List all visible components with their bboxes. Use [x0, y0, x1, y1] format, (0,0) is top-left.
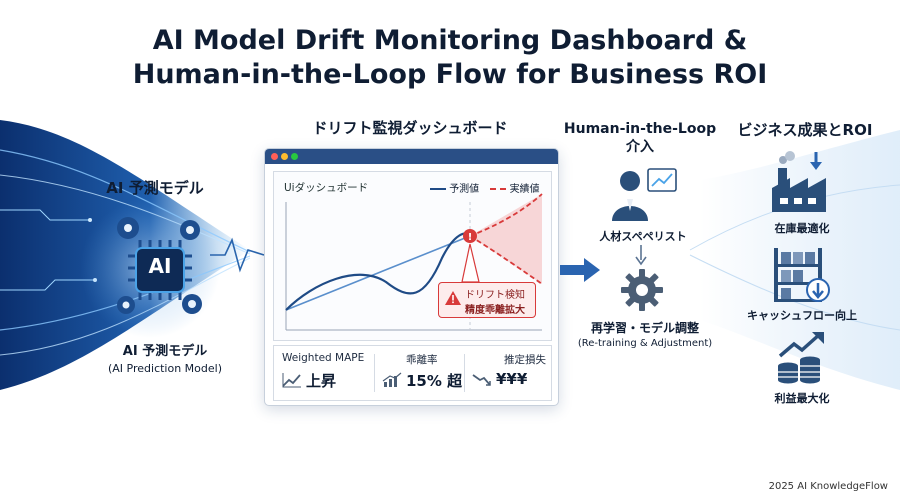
hitl-title: Human-in-the-Loop 介入	[560, 120, 720, 156]
window-maximize-dot[interactable]	[291, 153, 298, 160]
kpi-divider	[464, 354, 465, 392]
retrain-caption: 再学習・モデル調整 (Re-training & Adjustment)	[570, 319, 720, 349]
main-title: AI Model Drift Monitoring Dashboard & Hu…	[0, 24, 900, 92]
kpi-mape: Weighted MAPE 上昇	[274, 346, 374, 400]
kpi-deviation: 乖離率 15% 超	[374, 346, 464, 400]
predicted-series-line	[285, 232, 471, 311]
business-title: ビジネス成果とROI	[737, 121, 873, 139]
ai-chip-icon	[117, 217, 202, 314]
chart-title: Uiダッシュボード	[284, 182, 369, 194]
legend-pred-swatch	[430, 188, 446, 190]
drift-gap-area	[470, 194, 542, 284]
kpi-mape-value: 上昇	[306, 372, 337, 390]
kpi-deviation-label: 乖離率	[406, 354, 438, 366]
drift-alert-box: ドリフト検知 精度乖離拡大	[438, 282, 536, 318]
actual-upper-line	[469, 193, 543, 237]
hitl-title-line2: 介入	[626, 139, 654, 155]
ai-model-caption-main: AI 予測モデル	[122, 344, 208, 359]
ai-chip-text: AI	[148, 254, 172, 278]
legend-pred-label: 予測値	[449, 184, 480, 195]
dashboard-section-title: ドリフト監視ダッシュボード	[312, 119, 508, 137]
main-title-line1: AI Model Drift Monitoring Dashboard &	[152, 25, 748, 56]
drift-alert-dot[interactable]	[463, 229, 477, 243]
kpi-loss-label: 推定損失	[504, 354, 546, 366]
main-title-line2: Human-in-the-Loop Flow for Business ROI	[132, 59, 768, 90]
factory-icon	[772, 151, 826, 212]
actual-lower-line	[469, 235, 543, 285]
alert-line2: 精度乖離拡大	[465, 305, 525, 316]
specialist-label: 人材スペペリスト	[599, 230, 687, 243]
flow-arrow-icon	[560, 258, 600, 282]
chart-plot: !	[285, 193, 543, 331]
ai-model-label: AI 予測モデル	[106, 179, 204, 197]
footer-credit: 2025 AI KnowledgeFlow	[768, 481, 888, 492]
business-item-label: キャッシュフロー向上	[747, 309, 857, 322]
dashboard-window: Uiダッシュボード 予測値 実績値 ! ドリフト検知	[264, 148, 559, 406]
cashflow-shelf-icon	[774, 248, 830, 302]
kpi-loss-value: ¥¥¥	[496, 370, 528, 388]
trend-up-icon	[282, 373, 301, 388]
trend-down-icon	[472, 374, 491, 386]
arrow-down-icon	[635, 245, 647, 266]
legend-actual-label: 実績値	[509, 184, 540, 195]
kpi-panel: Weighted MAPE 上昇 乖離率 15% 超 推定損失 ¥¥¥	[273, 345, 552, 401]
retrain-main: 再学習・モデル調整	[590, 321, 699, 335]
window-minimize-dot[interactable]	[281, 153, 288, 160]
window-titlebar	[265, 149, 558, 164]
ai-model-caption: AI 予測モデル (AI Prediction Model)	[95, 340, 235, 375]
kpi-loss: 推定損失 ¥¥¥	[464, 346, 551, 400]
hitl-title-line1: Human-in-the-Loop	[563, 121, 717, 137]
drift-chart: Uiダッシュボード 予測値 実績値 ! ドリフト検知	[273, 171, 552, 341]
retrain-sub: (Re-training & Adjustment)	[577, 338, 713, 349]
gear-icon	[621, 269, 663, 311]
kpi-deviation-value: 15% 超	[406, 372, 463, 390]
warning-icon	[445, 291, 461, 305]
business-item-label: 在庫最適化	[774, 222, 830, 235]
specialist-person-icon	[612, 168, 677, 221]
kpi-divider	[374, 354, 375, 392]
ai-model-caption-sub: (AI Prediction Model)	[107, 362, 223, 375]
legend-actual-swatch	[490, 188, 507, 190]
bar-trend-icon	[382, 372, 402, 387]
chart-legend: 予測値 実績値	[430, 180, 540, 195]
window-close-dot[interactable]	[271, 153, 278, 160]
business-item-label: 利益最大化	[774, 392, 830, 405]
svg-text:!: !	[468, 232, 473, 243]
alert-line1: ドリフト検知	[465, 290, 525, 301]
kpi-mape-label: Weighted MAPE	[282, 352, 365, 364]
profit-coins-icon	[778, 332, 824, 384]
trend-line	[285, 235, 471, 311]
